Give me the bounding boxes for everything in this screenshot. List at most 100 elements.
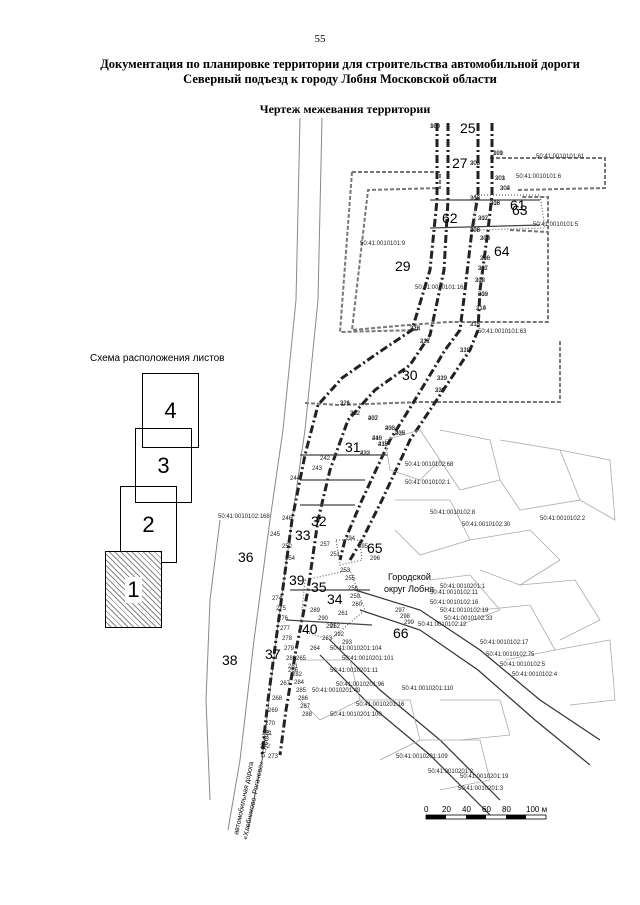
cadastral-label: 50:41:0010201:104 xyxy=(330,646,382,652)
point-number: 296 xyxy=(370,556,381,562)
corridor-line xyxy=(205,519,221,801)
scale-tick: 100 м xyxy=(526,805,547,814)
point-number: 276 xyxy=(278,616,289,622)
point-number: 265 xyxy=(296,656,307,662)
section-number: 62 xyxy=(442,210,458,226)
point-number: 284 xyxy=(294,680,305,686)
point-number: 406 xyxy=(470,228,481,234)
cadastral-label: 50:41:0010201:101 xyxy=(342,656,394,662)
point-number: 200 xyxy=(470,161,481,167)
point-number: 253 xyxy=(340,568,351,574)
route-line xyxy=(338,123,480,561)
section-number: 65 xyxy=(367,540,383,556)
cadastral-label: 50:41:0010201:110 xyxy=(402,686,454,692)
cadastral-labels: 50:41:0010101:6150:41:0010101:650:41:001… xyxy=(218,154,586,792)
point-number: 230 xyxy=(435,388,446,394)
point-number: 272 xyxy=(260,744,271,750)
point-number: 269 xyxy=(268,708,279,714)
cadastral-label: 50:41:0010201:2 xyxy=(428,769,474,775)
parcel xyxy=(499,439,581,511)
cadastral-label: 50:41:0010102:75 xyxy=(486,652,535,658)
parcel xyxy=(554,639,616,706)
cadastral-label: 50:41:0010101:16 xyxy=(415,285,464,291)
cadastral-label: 50:41:0010102:12 xyxy=(418,622,467,628)
sheet-4: 4 xyxy=(142,373,199,448)
point-number: 256 xyxy=(348,586,359,592)
section-number: 29 xyxy=(395,258,411,274)
point-number: 295 xyxy=(358,544,369,550)
route-line xyxy=(278,123,450,756)
cadastral-label: 50:41:0010201:19 xyxy=(460,774,509,780)
point-number: 254 xyxy=(285,556,296,562)
point-number: 280 xyxy=(286,656,297,662)
section-number: 64 xyxy=(494,243,510,259)
point-number: 314 xyxy=(476,306,487,312)
drawing-title: Чертеж межевания территории xyxy=(259,102,431,116)
point-number: 313 xyxy=(478,292,489,298)
point-number: 317 xyxy=(420,339,431,345)
point-number: 305 xyxy=(470,196,481,202)
point-number: 297 xyxy=(395,608,406,614)
point-number: 211 xyxy=(470,322,480,328)
lot-lines xyxy=(285,199,541,626)
point-number: 186 xyxy=(430,124,441,130)
cadastral-label: 50:41:0010102:1 xyxy=(405,480,451,486)
dotted-zone xyxy=(474,194,546,231)
road-edge xyxy=(319,654,491,816)
cadastral-label: 50:41:0010102:33 xyxy=(444,616,493,622)
point-number: 294 xyxy=(345,536,356,542)
point-number: 201 xyxy=(495,176,506,182)
section-number: 33 xyxy=(295,527,311,543)
point-number: 240 xyxy=(372,436,383,442)
scale-tick: 0 xyxy=(424,805,429,814)
point-number: 251 xyxy=(330,552,341,558)
point-number: 293 xyxy=(342,640,353,646)
point-number: 289 xyxy=(310,608,321,614)
city-label-line-1: Городской xyxy=(388,572,431,582)
section-number: 63 xyxy=(512,202,528,218)
cadastral-label: 50:41:0010102:19 xyxy=(440,608,489,614)
point-number: 417 xyxy=(378,442,389,448)
parcel xyxy=(360,699,421,761)
scale-bar: 0 20 40 60 80 100 м xyxy=(424,805,547,820)
road-edge xyxy=(329,639,501,801)
cadastral-label: 50:41:0010201:109 xyxy=(396,754,448,760)
point-number: 291 xyxy=(326,624,337,630)
cadastral-label: 50:41:0010101:9 xyxy=(360,241,406,247)
page-number: 55 xyxy=(314,33,326,45)
lot-line xyxy=(285,619,373,626)
town-parcels xyxy=(299,429,616,791)
point-number: 315 xyxy=(470,322,481,328)
point-number: 226 xyxy=(340,401,351,407)
point-number: 309 xyxy=(480,236,491,242)
title-line-2: Северный подъезд к городу Лобня Московск… xyxy=(183,72,497,86)
parcel xyxy=(519,579,601,641)
cadastral-label: 50:41:0010102:68 xyxy=(405,462,454,468)
point-number: 290 xyxy=(318,616,329,622)
point-number: 206 xyxy=(480,256,491,262)
point-number: 260 xyxy=(352,602,363,608)
point-number: 263 xyxy=(322,636,333,642)
point-number: 322 xyxy=(350,411,361,417)
route-boundary xyxy=(260,123,494,756)
scale-tick: 20 xyxy=(442,805,451,814)
point-number: 229 xyxy=(437,376,448,382)
lot-line xyxy=(429,224,541,229)
cadastral-label: 50:41:0010201:16 xyxy=(356,702,405,708)
point-number: 259 xyxy=(350,594,361,600)
point-number: 243 xyxy=(312,466,323,472)
secondary-road xyxy=(319,589,601,816)
cadastral-label: 50:41:0010201:96 xyxy=(336,682,385,688)
sheet-1: 1 xyxy=(105,551,162,628)
point-number: 422 xyxy=(360,451,371,457)
point-number: 402 xyxy=(368,416,379,422)
cadastral-label: 50:41:0010102:168 xyxy=(218,514,270,520)
point-number: 228 xyxy=(460,348,471,354)
point-number: 199 xyxy=(493,151,504,157)
section-number: 31 xyxy=(345,439,361,455)
point-number: 301 xyxy=(493,151,504,157)
point-numbers: 1861992002012022132182124062052062072082… xyxy=(260,124,511,760)
cadastral-label: 50:41:0010201:1 xyxy=(440,584,486,590)
point-number: 312 xyxy=(475,278,486,284)
point-number: 306 xyxy=(490,201,501,207)
